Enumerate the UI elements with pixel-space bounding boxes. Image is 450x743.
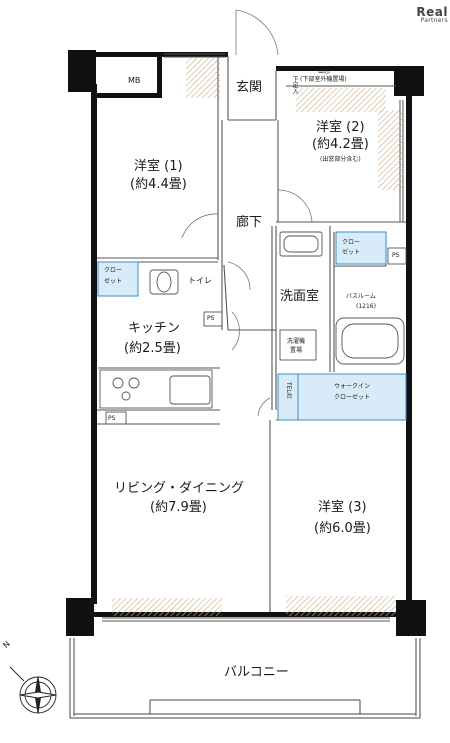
door-swings bbox=[181, 9, 313, 417]
closet1-label-2: ゼット bbox=[104, 278, 123, 285]
ps-label-toilet: PS bbox=[207, 315, 215, 322]
walkin-label-1: ウォークイン bbox=[334, 383, 371, 390]
western2-name: 洋室 (2) bbox=[316, 120, 365, 135]
blue-fixtures bbox=[97, 231, 407, 421]
laundry-label-2: 置場 bbox=[290, 347, 303, 354]
western2-size: (約4.2畳) bbox=[312, 137, 369, 152]
bath-size-label: (1216) bbox=[356, 303, 376, 310]
bay-window-label-1: 出窓 bbox=[318, 68, 331, 75]
exterior-walls bbox=[66, 50, 426, 636]
ps-label-kitchen: PS bbox=[108, 415, 116, 422]
kitchen-name: キッチン bbox=[128, 321, 181, 336]
brand-logo: Real Partners bbox=[416, 1, 448, 24]
closet2-label-1: クロー bbox=[342, 239, 361, 246]
mb-label: MB bbox=[128, 76, 141, 85]
living-name: リビング・ダイニング bbox=[114, 481, 245, 496]
toilet-label: トイレ bbox=[188, 276, 212, 285]
tel-stand-label: TEL台 bbox=[285, 382, 292, 399]
bay-window-label-2: (下部室外機置場) bbox=[300, 76, 347, 83]
western1-name: 洋室 (1) bbox=[134, 159, 183, 174]
curtain-hatching bbox=[112, 58, 404, 616]
bathroom-label: バスルーム bbox=[346, 293, 376, 300]
laundry-label-1: 洗濯機 bbox=[287, 338, 306, 345]
washroom-label: 洗面室 bbox=[280, 289, 320, 304]
western2-note: (出窓部分含む) bbox=[320, 156, 361, 163]
kitchen-size: (約2.5畳) bbox=[124, 341, 181, 356]
compass-icon bbox=[9, 666, 57, 714]
shoe-box-label: 下足入 bbox=[291, 76, 298, 94]
closet2-label-2: ゼット bbox=[342, 249, 361, 256]
ps-label-bath: PS bbox=[392, 252, 400, 259]
walkin-label-2: クローゼット bbox=[334, 394, 371, 401]
western3-name: 洋室 (3) bbox=[318, 500, 367, 515]
western1-size: (約4.4畳) bbox=[130, 177, 187, 192]
brand-name: Real bbox=[416, 5, 448, 19]
closet1-label-1: クロー bbox=[104, 267, 123, 274]
living-size: (約7.9畳) bbox=[150, 500, 207, 515]
brand-sub: Partners bbox=[420, 17, 448, 24]
western3-size: (約6.0畳) bbox=[314, 521, 371, 536]
entrance-label: 玄関 bbox=[236, 80, 263, 95]
balcony-outline bbox=[69, 638, 421, 719]
windows bbox=[102, 53, 404, 622]
balcony-label: バルコニー bbox=[224, 665, 289, 680]
corridor-label: 廊下 bbox=[236, 215, 263, 230]
equipment bbox=[99, 231, 407, 425]
